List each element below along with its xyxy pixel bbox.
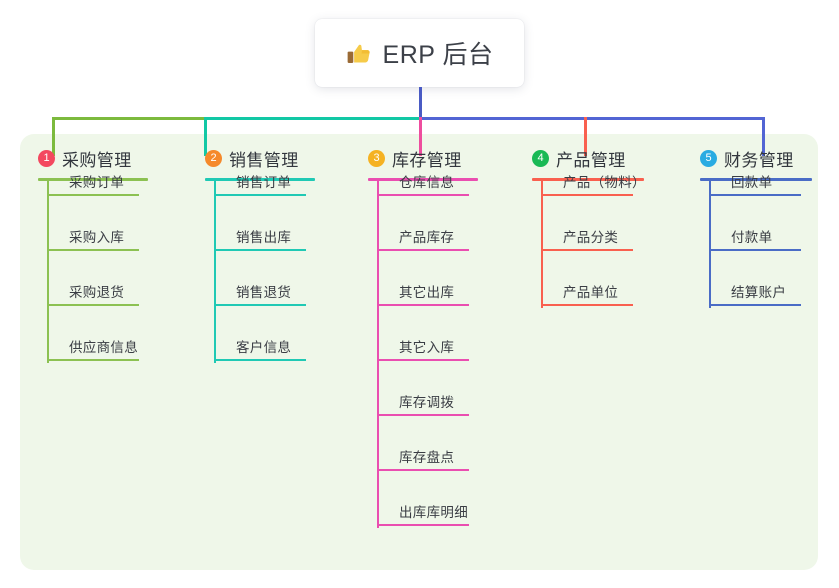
column-rule-1 <box>38 178 148 181</box>
column-rule-3 <box>368 178 478 181</box>
column-badge-2: 2 <box>205 150 222 167</box>
leaf-item-label: 采购入库 <box>69 230 125 245</box>
bus-drop-4 <box>584 117 587 156</box>
leaf-item-label: 采购退货 <box>69 285 125 300</box>
leaf-item-rule <box>541 249 633 251</box>
thumbs-up-icon <box>347 44 370 63</box>
column-title-5: 财务管理 <box>724 151 794 170</box>
leaf-item-label: 仓库信息 <box>399 175 455 190</box>
bus-drop-3 <box>419 117 422 156</box>
leaf-item-label: 供应商信息 <box>69 340 138 355</box>
column-rule-2 <box>205 178 315 181</box>
column-title-3: 库存管理 <box>392 151 462 170</box>
leaf-item-rule <box>377 359 469 361</box>
diagram-panel <box>20 134 818 570</box>
column-rule-4 <box>532 178 644 181</box>
column-badge-4: 4 <box>532 150 549 167</box>
bus-segment-blue <box>420 117 765 120</box>
leaf-item-label: 库存调拨 <box>399 395 455 410</box>
column-title-4: 产品管理 <box>556 151 626 170</box>
column-badge-5: 5 <box>700 150 717 167</box>
leaf-item-rule <box>709 249 801 251</box>
leaf-item-label: 销售订单 <box>236 175 292 190</box>
leaf-item-rule <box>214 304 306 306</box>
leaf-item-label: 其它入库 <box>399 340 455 355</box>
root-node-label: ERP 后台 <box>382 41 494 69</box>
leaf-item-rule <box>377 194 469 196</box>
leaf-item-rule <box>541 194 633 196</box>
column-spine-4 <box>541 178 543 308</box>
root-stem-line <box>419 87 422 119</box>
leaf-item-rule <box>214 194 306 196</box>
leaf-item-label: 回款单 <box>731 175 773 190</box>
leaf-item-rule <box>541 304 633 306</box>
leaf-item-label: 库存盘点 <box>399 450 455 465</box>
leaf-item-rule <box>47 359 139 361</box>
column-header-2[interactable]: 2 销售管理 <box>205 146 299 171</box>
leaf-item-label: 产品单位 <box>563 285 619 300</box>
leaf-item-rule <box>377 469 469 471</box>
bus-drop-5 <box>762 117 765 156</box>
leaf-item-rule <box>47 304 139 306</box>
leaf-item-label: 客户信息 <box>236 340 292 355</box>
leaf-item-label: 产品库存 <box>399 230 455 245</box>
leaf-item-rule <box>377 524 469 526</box>
leaf-item-rule <box>377 304 469 306</box>
leaf-item-label: 付款单 <box>731 230 773 245</box>
column-spine-2 <box>214 178 216 363</box>
bus-segment-green <box>52 117 206 120</box>
leaf-item-label: 销售退货 <box>236 285 292 300</box>
root-node-card[interactable]: ERP 后台 <box>315 19 524 87</box>
column-title-1: 采购管理 <box>62 151 132 170</box>
leaf-item-rule <box>47 249 139 251</box>
column-header-1[interactable]: 1 采购管理 <box>38 146 132 171</box>
bus-drop-1 <box>52 117 55 156</box>
leaf-item-label: 产品（物料） <box>563 175 646 190</box>
leaf-item-label: 采购订单 <box>69 175 125 190</box>
bus-drop-2 <box>204 117 207 156</box>
column-spine-3 <box>377 178 379 528</box>
column-badge-3: 3 <box>368 150 385 167</box>
leaf-item-rule <box>214 359 306 361</box>
column-spine-1 <box>47 178 49 363</box>
leaf-item-label: 其它出库 <box>399 285 455 300</box>
leaf-item-rule <box>47 194 139 196</box>
column-header-4[interactable]: 4 产品管理 <box>532 146 626 171</box>
bus-segment-teal <box>204 117 422 120</box>
column-header-5[interactable]: 5 财务管理 <box>700 146 794 171</box>
leaf-item-rule <box>709 194 801 196</box>
column-badge-1: 1 <box>38 150 55 167</box>
leaf-item-rule <box>709 304 801 306</box>
column-spine-5 <box>709 178 711 308</box>
leaf-item-label: 销售出库 <box>236 230 292 245</box>
leaf-item-rule <box>377 414 469 416</box>
column-rule-5 <box>700 178 812 181</box>
leaf-item-label: 结算账户 <box>731 285 787 300</box>
column-title-2: 销售管理 <box>229 151 299 170</box>
column-header-3[interactable]: 3 库存管理 <box>368 146 462 171</box>
leaf-item-rule <box>377 249 469 251</box>
leaf-item-label: 产品分类 <box>563 230 619 245</box>
leaf-item-label: 出库库明细 <box>399 505 468 520</box>
leaf-item-rule <box>214 249 306 251</box>
